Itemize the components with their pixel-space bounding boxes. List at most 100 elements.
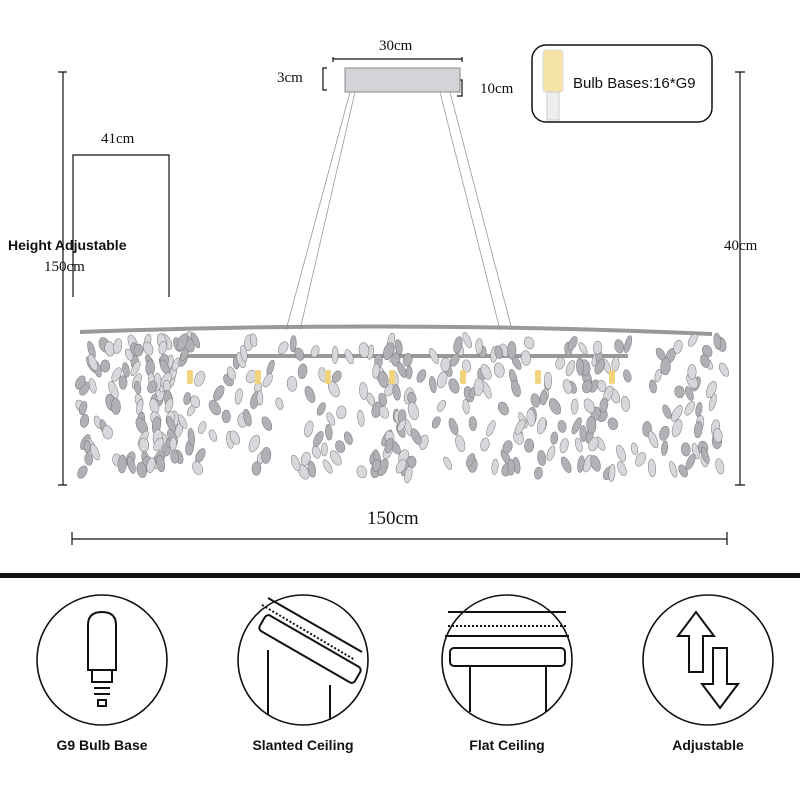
crystal [392,384,401,401]
crystal [187,428,195,446]
crystal [262,373,273,388]
crystal [436,371,448,389]
crystal [213,385,225,401]
crystal [431,416,441,429]
crystal [127,456,136,474]
crystal [83,439,91,454]
crystal [183,392,191,405]
crystal [190,332,201,349]
crystal [546,445,556,461]
crystal [208,400,221,416]
crystal [507,341,517,360]
suspension-wires [285,91,513,331]
crystal [700,447,710,464]
crystal [79,414,90,428]
crystal [562,379,573,394]
crystal [557,420,567,433]
crystal [599,397,609,413]
crystal [304,386,316,403]
crystal [453,336,463,354]
crystal [695,402,703,417]
depth-label: 41cm [101,131,135,147]
crystal [534,466,543,480]
feature-circle-flat [441,594,573,726]
crystal [578,342,588,355]
crystal [134,381,142,395]
crystal [407,401,419,420]
crystal [190,395,201,409]
feature-label-adjustable: Adjustable [672,737,744,753]
bulb [535,370,541,384]
crystal [133,343,144,357]
crystal [674,385,685,399]
crystal [671,419,683,438]
crystal [581,380,593,394]
crystal [277,341,289,355]
crystal [122,362,130,378]
crystal [565,360,576,377]
crystal [316,402,326,416]
crystal [379,405,389,419]
crystal [142,341,154,356]
crystal [590,455,601,472]
crystal [357,409,365,427]
crystal [617,461,627,477]
g9-bulb-icon [542,49,564,121]
body-height-label: 40cm [724,238,758,254]
crystal [75,375,86,390]
height-adjustable-value: 150cm [44,259,85,275]
crystal [371,458,382,472]
crystal [147,380,158,394]
crystal [577,455,585,473]
feature-circle-g9 [36,594,168,726]
crystal [297,363,308,379]
crystal [437,399,446,412]
canopy-dimension-lines [58,57,745,545]
bulb [187,370,193,384]
crystal [138,437,150,453]
crystal [113,338,123,355]
crystal [100,359,111,373]
crystal [240,344,248,362]
crystal [694,420,703,439]
crystal [358,342,370,359]
crystal [356,465,368,479]
crystal [494,345,503,359]
crystal [608,463,616,483]
crystal [377,371,389,388]
feature-label-slanted: Slanted Ceiling [252,737,354,753]
crystal [428,348,439,365]
crystal [520,350,531,366]
crystal [275,397,284,410]
crystal [153,437,164,452]
crystal [662,404,672,419]
g9-bulb-icon [87,610,117,707]
crystal [372,363,380,379]
crystal [102,425,113,440]
crystal [574,437,583,453]
crystal [705,381,717,399]
crystal [624,335,633,353]
crystal [221,409,231,423]
crystal [404,466,413,484]
crystal [579,425,587,442]
crystal [480,364,492,380]
crystal [192,461,203,475]
crystal [718,362,730,377]
crystal [289,335,297,353]
crystal [473,377,484,397]
crystal [543,371,553,390]
crystal [77,465,88,479]
total-length-label: 150cm [367,508,419,529]
crystal [659,425,670,441]
crystal [514,419,526,435]
crystal [671,405,683,422]
crystal [687,333,698,347]
crystal [607,417,619,430]
crystal [647,430,659,449]
crystal [702,344,713,358]
crystal [136,462,147,478]
crystal [146,457,156,473]
crystal [320,442,328,457]
